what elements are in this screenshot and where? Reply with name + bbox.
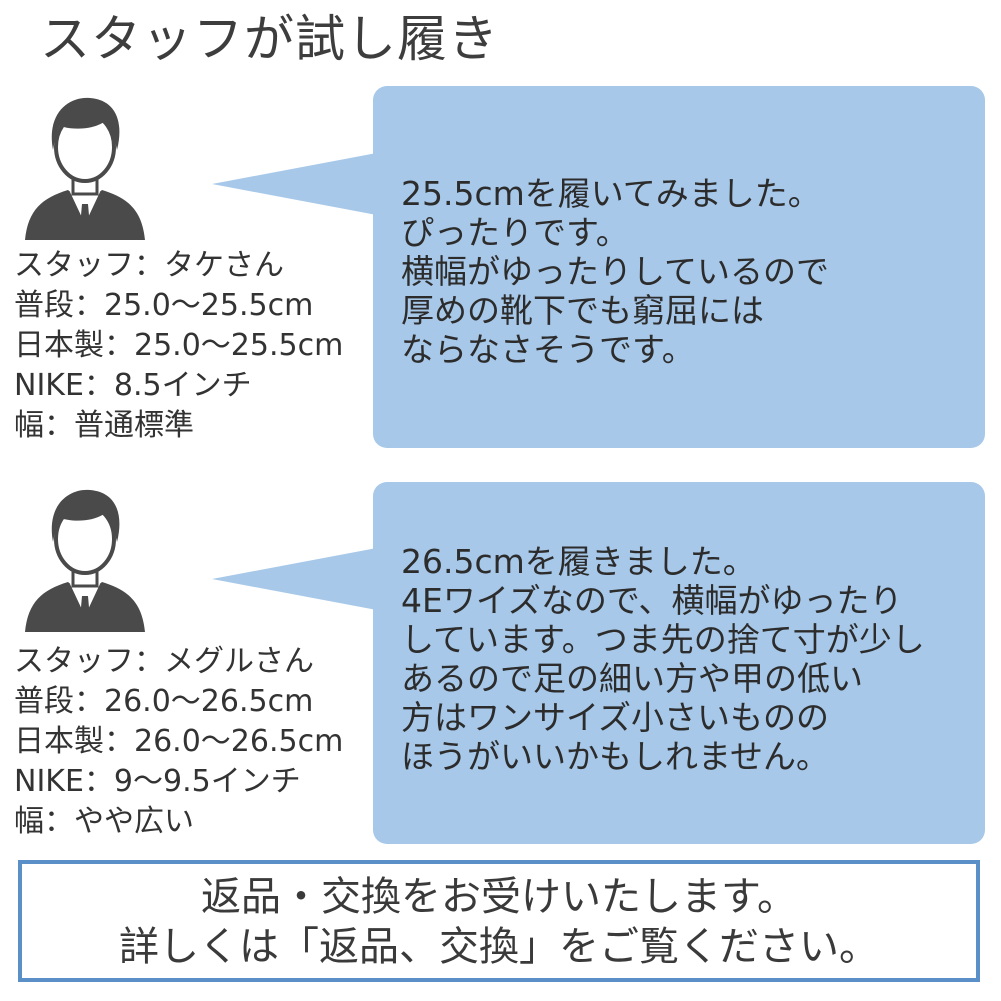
staff-nike-size: NIKE：9〜9.5インチ — [14, 764, 301, 799]
comment-line: 厚めの靴下でも窮屈には — [401, 291, 764, 330]
comment-line: 4Eワイズなので、横幅がゆったり — [401, 581, 903, 620]
staff-japan-size: 日本製：25.0〜25.5cm — [14, 328, 344, 363]
speech-bubble-tail — [212, 547, 382, 611]
comment-line: 方はワンサイズ小さいものの — [401, 698, 830, 737]
comment-line: ぴったりです。 — [401, 213, 629, 252]
comment-bubble-meguru: 26.5cmを履きました。 4Eワイズなので、横幅がゆったり しています。つま先… — [373, 482, 985, 844]
staff-nike-size: NIKE：8.5インチ — [14, 368, 252, 403]
speech-bubble-tail — [212, 152, 382, 216]
staff-name: スタッフ：タケさん — [14, 248, 284, 283]
person-avatar-icon — [20, 92, 150, 242]
comment-line: しています。つま先の捨て寸が少し — [401, 620, 925, 659]
staff-info-meguru: スタッフ：メグルさん 普段：26.0〜26.5cm 日本製：26.0〜26.5c… — [14, 642, 364, 842]
return-notice-box: 返品・交換をお受けいたします。 詳しくは「返品、交換」をご覧ください。 — [18, 860, 980, 982]
staff-width: 幅：やや広い — [14, 804, 194, 839]
comment-line: あるので足の細い方や甲の低い — [401, 659, 863, 698]
notice-line-1: 返品・交換をお受けいたします。 — [201, 874, 797, 920]
comment-line: 26.5cmを履きました。 — [401, 542, 756, 581]
staff-info-take: スタッフ：タケさん 普段：25.0〜25.5cm 日本製：25.0〜25.5cm… — [14, 246, 364, 446]
staff-japan-size: 日本製：26.0〜26.5cm — [14, 724, 344, 759]
comment-line: ほうがいいかもしれません。 — [401, 737, 830, 776]
comment-bubble-take: 25.5cmを履いてみました。 ぴったりです。 横幅がゆったりしているので 厚め… — [373, 86, 985, 448]
person-avatar-icon — [20, 484, 150, 634]
staff-usual-size: 普段：25.0〜25.5cm — [14, 288, 314, 323]
staff-name: スタッフ：メグルさん — [14, 644, 314, 679]
staff-usual-size: 普段：26.0〜26.5cm — [14, 684, 314, 719]
comment-line: ならなさそうです。 — [401, 330, 695, 369]
comment-line: 25.5cmを履いてみました。 — [401, 174, 821, 213]
staff-width: 幅：普通標準 — [14, 408, 194, 443]
comment-line: 横幅がゆったりしているので — [401, 252, 830, 291]
page-title: スタッフが試し履き — [40, 10, 499, 68]
notice-line-2: 詳しくは「返品、交換」をご覧ください。 — [119, 924, 879, 970]
